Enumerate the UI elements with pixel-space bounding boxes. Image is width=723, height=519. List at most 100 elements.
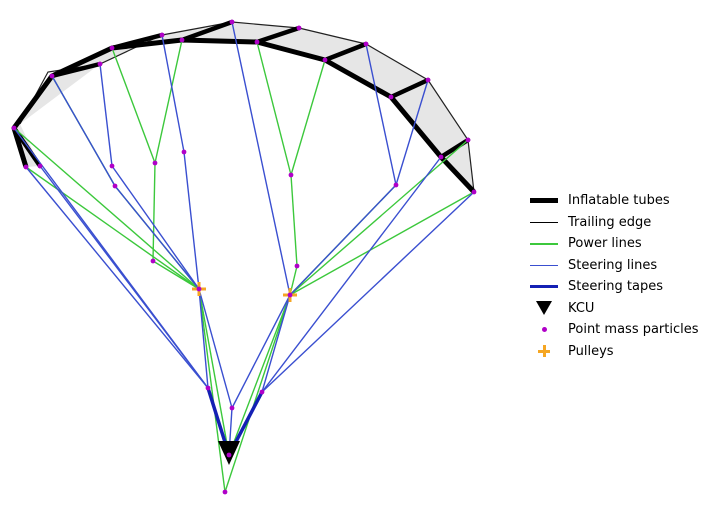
legend: Inflatable tubes Trailing edge Power lin… xyxy=(530,190,720,362)
legend-item-trailing-edge: Trailing edge xyxy=(530,212,720,234)
plus-icon xyxy=(538,345,550,358)
point-mass-particle xyxy=(259,389,265,395)
strut-tube xyxy=(254,25,302,45)
thick-line-icon xyxy=(530,198,558,204)
point-mass-particle xyxy=(23,164,29,170)
power-line xyxy=(224,294,291,493)
steering-line xyxy=(395,79,429,186)
point-mass-particle xyxy=(152,160,158,166)
leading-edge-tube xyxy=(11,37,476,194)
point-mass-particle xyxy=(109,163,115,169)
point-mass-particle xyxy=(296,25,302,31)
steering-line xyxy=(111,165,200,290)
legend-label: KCU xyxy=(568,300,595,316)
legend-label: Steering lines xyxy=(568,257,658,273)
power-line xyxy=(198,288,230,456)
legend-item-kcu: KCU xyxy=(530,298,720,320)
legend-item-power-lines: Power lines xyxy=(530,233,720,255)
point-mass-particle xyxy=(322,57,328,63)
steering-line xyxy=(261,156,442,393)
point-mass-particle xyxy=(205,385,211,391)
point-mass-particle xyxy=(254,39,260,45)
steering-line xyxy=(198,288,233,409)
point-mass-particle xyxy=(222,489,228,495)
point-mass-particle xyxy=(49,73,55,79)
point-mass-particle xyxy=(179,37,185,43)
steering-line xyxy=(231,294,291,409)
legend-item-pulleys: Pulleys xyxy=(530,341,720,363)
steering-line xyxy=(231,21,291,296)
strut-tube xyxy=(11,73,55,131)
point-mass-particle xyxy=(229,405,235,411)
steering-line xyxy=(161,34,185,153)
strut-tube xyxy=(109,32,165,51)
bridle-lines xyxy=(13,21,475,493)
strut-tube xyxy=(179,19,235,43)
steering-line xyxy=(261,191,475,393)
steering-line xyxy=(99,63,113,167)
steering-line xyxy=(39,165,209,389)
point-mass-particle xyxy=(181,149,187,155)
power-line xyxy=(290,174,298,267)
triangle-down-icon xyxy=(536,301,552,316)
blue-line-icon xyxy=(530,264,558,266)
point-mass-particle xyxy=(393,182,399,188)
point-mass-particle xyxy=(288,172,294,178)
point-mass-particle xyxy=(465,137,471,143)
steering-line xyxy=(198,288,209,389)
steering-line xyxy=(289,184,397,296)
legend-label: Point mass particles xyxy=(568,322,699,338)
point-mass-particle xyxy=(229,19,235,25)
steering-line xyxy=(114,185,200,290)
point-mass-particle xyxy=(294,263,300,269)
power-line xyxy=(154,39,183,164)
legend-item-inflatable-tubes: Inflatable tubes xyxy=(530,190,720,212)
legend-label: Power lines xyxy=(568,236,642,252)
steering-line xyxy=(365,43,397,186)
point-mass-particle xyxy=(471,189,477,195)
strut-tube xyxy=(322,41,369,63)
power-line xyxy=(256,41,292,176)
strut-tube xyxy=(49,61,103,79)
point-mass-particle xyxy=(287,292,293,298)
power-line xyxy=(13,127,200,290)
power-line xyxy=(289,191,475,296)
thick-blue-line-icon xyxy=(530,285,558,289)
point-mass-particle xyxy=(159,32,165,38)
canopy-surface xyxy=(14,22,474,192)
point-mass-particle xyxy=(109,45,115,51)
power-line xyxy=(25,166,200,290)
strut-tube xyxy=(438,137,471,160)
dot-icon xyxy=(541,327,547,333)
strut-tube xyxy=(388,77,431,100)
steering-line xyxy=(51,75,116,187)
point-mass-particle xyxy=(37,163,43,169)
point-mass-particle xyxy=(438,154,444,160)
legend-item-point-mass-particles: Point mass particles xyxy=(530,319,720,341)
point-mass-particle xyxy=(226,452,232,458)
legend-label: Inflatable tubes xyxy=(568,193,670,209)
legend-label: Pulleys xyxy=(568,343,614,359)
canopy xyxy=(11,19,476,194)
point-mass-particle xyxy=(112,183,118,189)
point-mass-particle xyxy=(388,94,394,100)
steering-line xyxy=(261,294,291,393)
power-line xyxy=(228,294,291,456)
legend-label: Trailing edge xyxy=(568,214,652,230)
green-line-icon xyxy=(530,243,558,245)
thin-line-icon xyxy=(530,221,558,223)
point-mass-particle xyxy=(363,41,369,47)
steering-line xyxy=(183,151,200,290)
steering-line xyxy=(25,166,209,389)
power-line xyxy=(198,288,226,493)
point-mass-particle xyxy=(97,61,103,67)
power-line xyxy=(289,139,469,296)
point-mass-particle xyxy=(196,286,202,292)
point-mass-particle xyxy=(150,258,156,264)
power-line xyxy=(111,47,156,164)
legend-item-steering-tapes: Steering tapes xyxy=(530,276,720,298)
power-line xyxy=(152,162,156,262)
legend-item-steering-lines: Steering lines xyxy=(530,255,720,277)
markers xyxy=(11,19,477,495)
